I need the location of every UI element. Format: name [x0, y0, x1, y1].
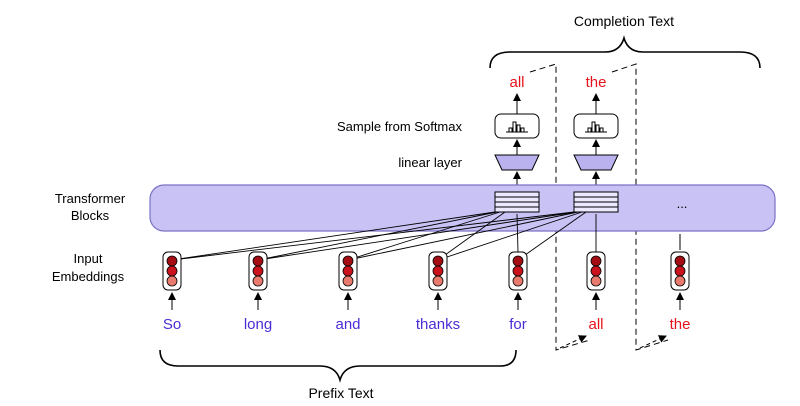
input-label-line1: Input: [74, 251, 103, 266]
word-to-embedding-arrows: [168, 292, 684, 310]
completion-token-the: the: [670, 316, 691, 333]
completion-dashed-boundary-2: [611, 63, 669, 351]
prefix-token-long: long: [244, 316, 272, 333]
attention-lines-stack-1: [171, 211, 519, 261]
completion-text-label: Completion Text: [574, 13, 674, 29]
linear-layer-label: linear layer: [398, 155, 462, 170]
histogram-icon: [585, 121, 607, 133]
histogram-icon: [506, 121, 528, 133]
prefix-token-and: and: [335, 316, 360, 333]
prefix-token-for: for: [509, 316, 527, 333]
softmax-box-2: [573, 113, 619, 139]
output-token-1: all: [509, 74, 524, 91]
prefix-text-label: Prefix Text: [308, 385, 373, 401]
completion-token-all: all: [588, 316, 603, 333]
transformer-blocks-band: [149, 184, 776, 232]
attention-lines-stack-2: [171, 211, 597, 261]
embedding-all: [586, 251, 606, 291]
embedding-so: [162, 251, 182, 291]
input-label-line2: Embeddings: [52, 269, 125, 284]
embedding-and: [338, 251, 358, 291]
linear-layer-1: [494, 154, 540, 171]
transformer-label-line1: Transformer: [55, 191, 126, 206]
transformer-stack-1: [494, 191, 540, 213]
sample-from-softmax-label: Sample from Softmax: [337, 119, 462, 134]
embedding-the: [670, 251, 690, 291]
embedding-long: [248, 251, 268, 291]
transformer-stack-2: [573, 191, 619, 213]
feedback-arrow-the: [639, 335, 667, 349]
prefix-token-so: So: [163, 316, 181, 333]
output-token-2: the: [586, 74, 607, 91]
prefix-token-thanks: thanks: [416, 316, 460, 333]
ellipsis-label: ...: [677, 196, 688, 211]
completion-brace: [489, 35, 761, 69]
prefix-brace: [159, 349, 517, 383]
feedback-arrow-all: [559, 335, 587, 349]
embedding-for: [508, 251, 528, 291]
linear-layer-2: [573, 154, 619, 171]
embedding-thanks: [428, 251, 448, 291]
transformer-label-line2: Blocks: [71, 208, 110, 223]
softmax-box-1: [494, 113, 540, 139]
